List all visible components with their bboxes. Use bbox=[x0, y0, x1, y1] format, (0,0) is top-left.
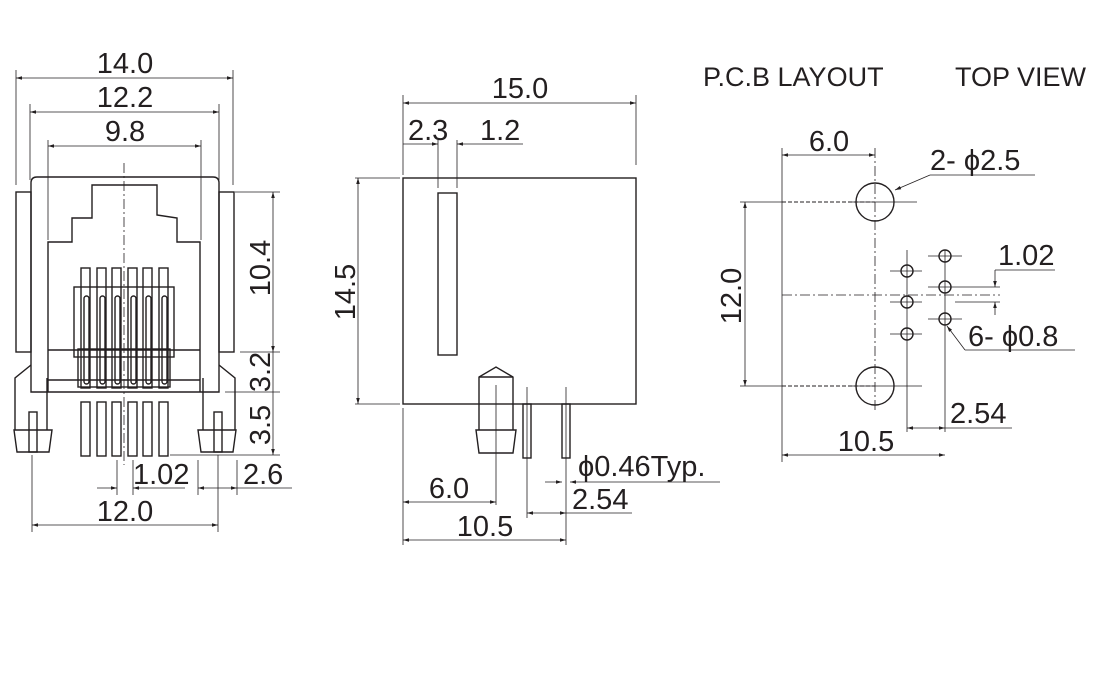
dim-peg-holes: 2- ϕ2.5 bbox=[930, 145, 1020, 177]
dim-pin-position: 10.5 bbox=[457, 511, 513, 543]
dim-peg-spacing: 12.0 bbox=[97, 496, 153, 528]
dim-peg-x: 6.0 bbox=[809, 126, 849, 158]
dim-pin-pitch: 1.02 bbox=[133, 459, 189, 491]
dim-pin-holes: 6- ϕ0.8 bbox=[968, 321, 1058, 353]
dim-pin-x: 10.5 bbox=[838, 426, 894, 458]
side-view: 15.0 2.3 1.2 14.5 ϕ0.46Typ. 6.0 2.54 10.… bbox=[330, 73, 720, 545]
dim-height: 14.5 bbox=[330, 264, 362, 320]
pcb-layout: P.C.B LAYOUT TOP VIEW 6.0 12.0 2- ϕ2.5 bbox=[703, 62, 1087, 462]
pcb-layout-title: P.C.B LAYOUT bbox=[703, 62, 884, 92]
pin-holes bbox=[890, 249, 1000, 432]
dim-opening-width: 9.8 bbox=[105, 116, 145, 148]
dim-peg-offset: 2.6 bbox=[243, 459, 283, 491]
peg-holes bbox=[848, 182, 922, 406]
dim-slot-width: 1.2 bbox=[480, 115, 520, 147]
dim-depth: 15.0 bbox=[492, 73, 548, 105]
dim-overall-width: 14.0 bbox=[97, 48, 153, 80]
dim-height-mid: 3.2 bbox=[245, 352, 277, 392]
dim-pin-diameter: ϕ0.46Typ. bbox=[578, 451, 705, 483]
dim-peg-spacing-pcb: 12.0 bbox=[716, 268, 748, 324]
dim-height-upper: 10.4 bbox=[245, 240, 277, 296]
dim-slot-offset: 2.3 bbox=[408, 115, 448, 147]
dim-peg-position: 6.0 bbox=[429, 473, 469, 505]
dim-row-spacing: 2.54 bbox=[950, 398, 1006, 430]
dim-body-width: 12.2 bbox=[97, 82, 153, 114]
dim-pin-pitch-side: 2.54 bbox=[572, 484, 628, 516]
front-view: 14.0 12.2 9.8 bbox=[13, 48, 292, 532]
top-view-label: TOP VIEW bbox=[955, 62, 1087, 92]
dim-pin-length: 3.5 bbox=[245, 405, 277, 445]
dim-pin-pitch-pcb: 1.02 bbox=[998, 240, 1054, 272]
contact-pins bbox=[80, 267, 169, 457]
